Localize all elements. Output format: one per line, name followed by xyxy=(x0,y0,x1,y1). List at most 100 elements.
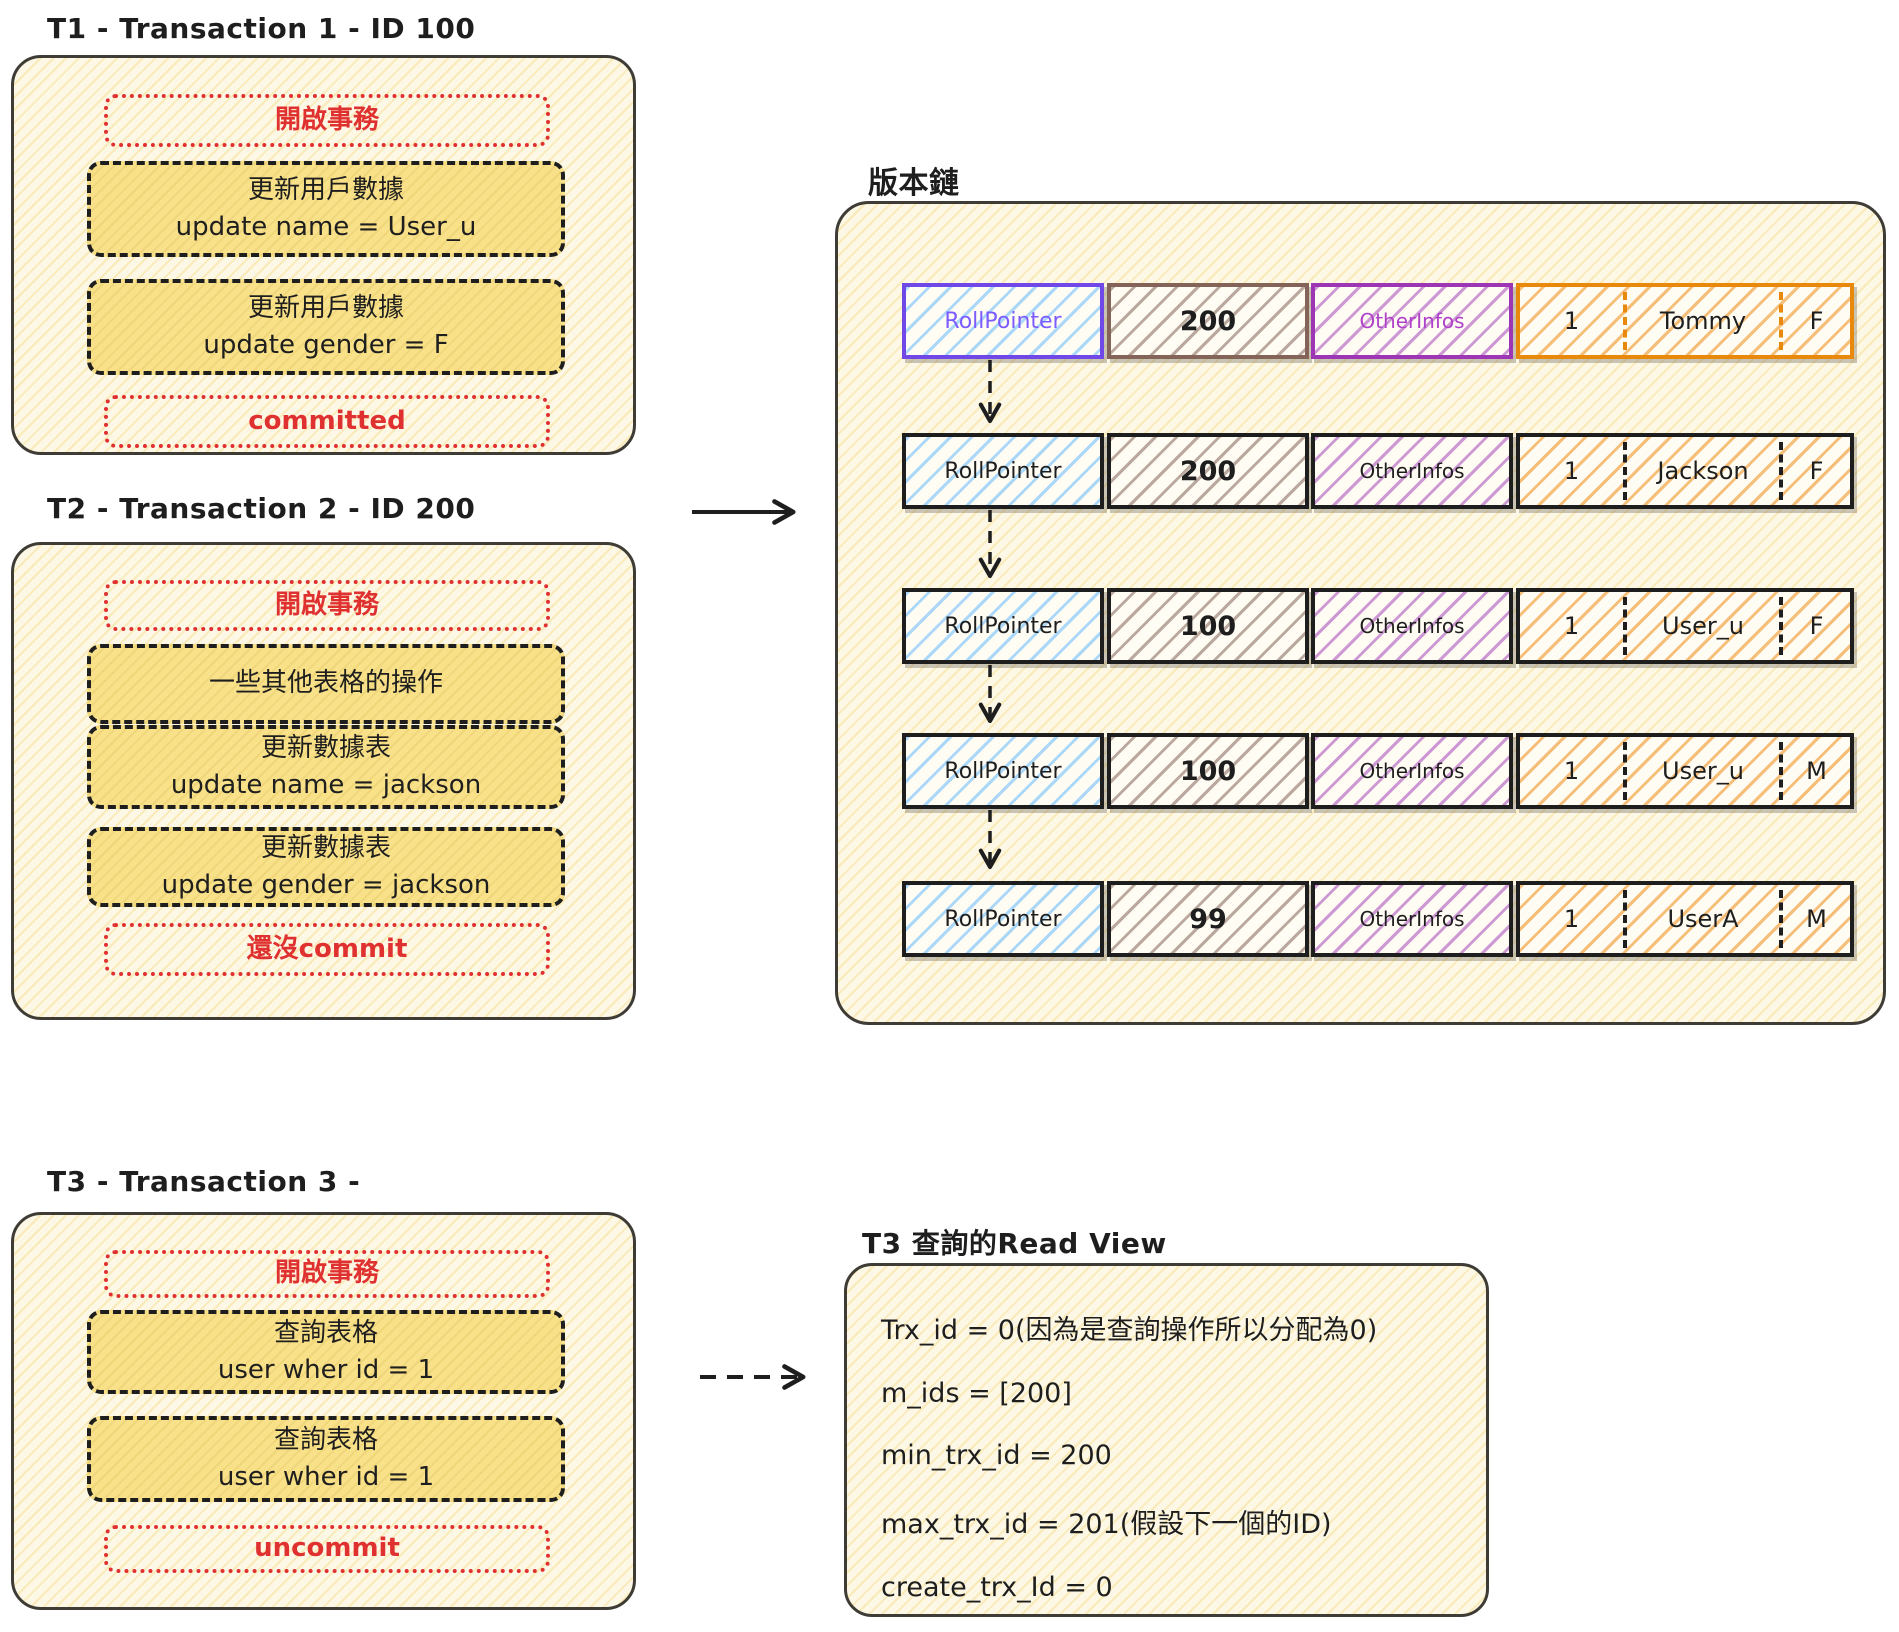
record-name: User_u xyxy=(1662,757,1744,785)
record-divider xyxy=(1623,890,1627,948)
other-infos-label: OtherInfos xyxy=(1359,459,1465,483)
step-sublabel: update gender = jackson xyxy=(161,870,491,900)
other-infos-cell: OtherInfos xyxy=(1311,881,1513,957)
roll-pointer-label: RollPointer xyxy=(944,758,1062,784)
record-id: 1 xyxy=(1563,905,1580,933)
trx-id-cell: 99 xyxy=(1107,881,1309,957)
t2-step-not-committed: 還沒commit xyxy=(104,923,550,976)
t1-step-begin-transaction: 開啟事務 xyxy=(104,94,550,147)
t2-title: T2 - Transaction 2 - ID 200 xyxy=(47,492,476,525)
record-cell: 1 UserA M xyxy=(1516,881,1854,957)
record-id: 1 xyxy=(1563,307,1580,335)
trx-id-cell: 200 xyxy=(1107,433,1309,509)
roll-pointer-label: RollPointer xyxy=(944,906,1062,932)
trx-id-cell: 100 xyxy=(1107,588,1309,664)
read-view-create-trx-id: create_trx_Id = 0 xyxy=(881,1572,1113,1603)
step-sublabel: update name = User_u xyxy=(175,212,477,242)
record-name: UserA xyxy=(1667,905,1739,933)
read-view-title: T3 查詢的Read View xyxy=(862,1227,1167,1260)
version-row: RollPointer 100 OtherInfos 1 User_u F xyxy=(838,588,1883,664)
other-infos-cell: OtherInfos xyxy=(1311,733,1513,809)
other-infos-label: OtherInfos xyxy=(1359,309,1465,333)
step-label: 更新數據表 xyxy=(260,732,391,763)
step-label: committed xyxy=(248,405,406,436)
trx-id-value: 200 xyxy=(1179,305,1237,337)
roll-pointer-cell: RollPointer xyxy=(902,588,1104,664)
record-id: 1 xyxy=(1563,612,1580,640)
record-divider xyxy=(1779,442,1783,500)
step-label: 開啟事務 xyxy=(274,104,379,135)
record-divider xyxy=(1623,597,1627,655)
read-view-min-trx-id: min_trx_id = 200 xyxy=(881,1440,1112,1471)
record-divider xyxy=(1779,890,1783,948)
t2-step-begin-transaction: 開啟事務 xyxy=(104,580,550,631)
read-view-panel: Trx_id = 0(因為是查詢操作所以分配為0) m_ids = [200] … xyxy=(844,1263,1489,1617)
t3-step-begin-transaction: 開啟事務 xyxy=(104,1250,550,1298)
trx-id-value: 99 xyxy=(1189,903,1227,935)
trx-id-value: 200 xyxy=(1179,455,1237,487)
step-sublabel: user wher id = 1 xyxy=(217,1355,435,1385)
t3-step-query-1: 查詢表格 user wher id = 1 xyxy=(87,1310,565,1394)
version-chain-panel: RollPointer 200 OtherInfos 1 Tommy F Rol… xyxy=(835,201,1886,1025)
other-infos-label: OtherInfos xyxy=(1359,614,1465,638)
version-row: RollPointer 99 OtherInfos 1 UserA M xyxy=(838,881,1883,957)
record-divider xyxy=(1623,292,1627,350)
version-row: RollPointer 100 OtherInfos 1 User_u M xyxy=(838,733,1883,809)
step-label: 開啟事務 xyxy=(274,589,379,620)
t3-panel: 開啟事務 查詢表格 user wher id = 1 查詢表格 user whe… xyxy=(11,1212,636,1610)
read-view-trx-id: Trx_id = 0(因為是查詢操作所以分配為0) xyxy=(881,1315,1378,1346)
other-infos-cell: OtherInfos xyxy=(1311,283,1513,359)
record-cell: 1 User_u F xyxy=(1516,588,1854,664)
other-infos-label: OtherInfos xyxy=(1359,759,1465,783)
record-gender: M xyxy=(1806,757,1827,785)
record-cell: 1 Jackson F xyxy=(1516,433,1854,509)
roll-pointer-label: RollPointer xyxy=(944,613,1062,639)
record-name: Jackson xyxy=(1657,457,1749,485)
record-cell: 1 Tommy F xyxy=(1516,283,1854,359)
record-gender: M xyxy=(1806,905,1827,933)
t3-step-uncommit: uncommit xyxy=(104,1525,550,1573)
t2-step-update-name: 更新數據表 update name = jackson xyxy=(87,725,565,809)
step-sublabel: update gender = F xyxy=(203,330,449,360)
t1-step-update-gender: 更新用戶數據 update gender = F xyxy=(87,279,565,375)
roll-pointer-label: RollPointer xyxy=(944,308,1062,334)
t2-panel: 開啟事務 一些其他表格的操作 更新數據表 update name = jacks… xyxy=(11,542,636,1020)
other-infos-cell: OtherInfos xyxy=(1311,433,1513,509)
version-row: RollPointer 200 OtherInfos 1 Tommy F xyxy=(838,283,1883,359)
step-sublabel: user wher id = 1 xyxy=(217,1462,435,1492)
record-divider xyxy=(1779,292,1783,350)
step-label: 更新數據表 xyxy=(260,832,391,863)
t1-step-committed: committed xyxy=(104,395,550,448)
record-name: Tommy xyxy=(1659,307,1747,335)
read-view-m-ids: m_ids = [200] xyxy=(881,1378,1072,1409)
step-label: 查詢表格 xyxy=(273,1317,378,1348)
t3-step-query-2: 查詢表格 user wher id = 1 xyxy=(87,1416,565,1502)
record-name: User_u xyxy=(1662,612,1744,640)
record-divider xyxy=(1779,597,1783,655)
record-gender: F xyxy=(1809,457,1824,485)
trx-id-cell: 200 xyxy=(1107,283,1309,359)
t2-step-update-gender: 更新數據表 update gender = jackson xyxy=(87,827,565,907)
version-row: RollPointer 200 OtherInfos 1 Jackson F xyxy=(838,433,1883,509)
read-view-max-trx-id: max_trx_id = 201(假設下一個的ID) xyxy=(881,1509,1332,1540)
roll-pointer-cell: RollPointer xyxy=(902,433,1104,509)
record-id: 1 xyxy=(1563,457,1580,485)
trx-id-value: 100 xyxy=(1179,610,1237,642)
t2-step-other-tables: 一些其他表格的操作 xyxy=(87,644,565,724)
version-chain-title: 版本鏈 xyxy=(868,166,960,201)
record-gender: F xyxy=(1809,307,1824,335)
record-divider xyxy=(1779,742,1783,800)
other-infos-cell: OtherInfos xyxy=(1311,588,1513,664)
roll-pointer-cell: RollPointer xyxy=(902,733,1104,809)
other-infos-label: OtherInfos xyxy=(1359,907,1465,931)
step-label: uncommit xyxy=(254,1533,400,1564)
step-sublabel: update name = jackson xyxy=(170,770,482,800)
record-id: 1 xyxy=(1563,757,1580,785)
record-divider xyxy=(1623,742,1627,800)
roll-pointer-label: RollPointer xyxy=(944,458,1062,484)
t1-step-update-name: 更新用戶數據 update name = User_u xyxy=(87,161,565,257)
record-cell: 1 User_u M xyxy=(1516,733,1854,809)
step-label: 查詢表格 xyxy=(273,1424,378,1455)
step-label: 更新用戶數據 xyxy=(247,174,404,205)
